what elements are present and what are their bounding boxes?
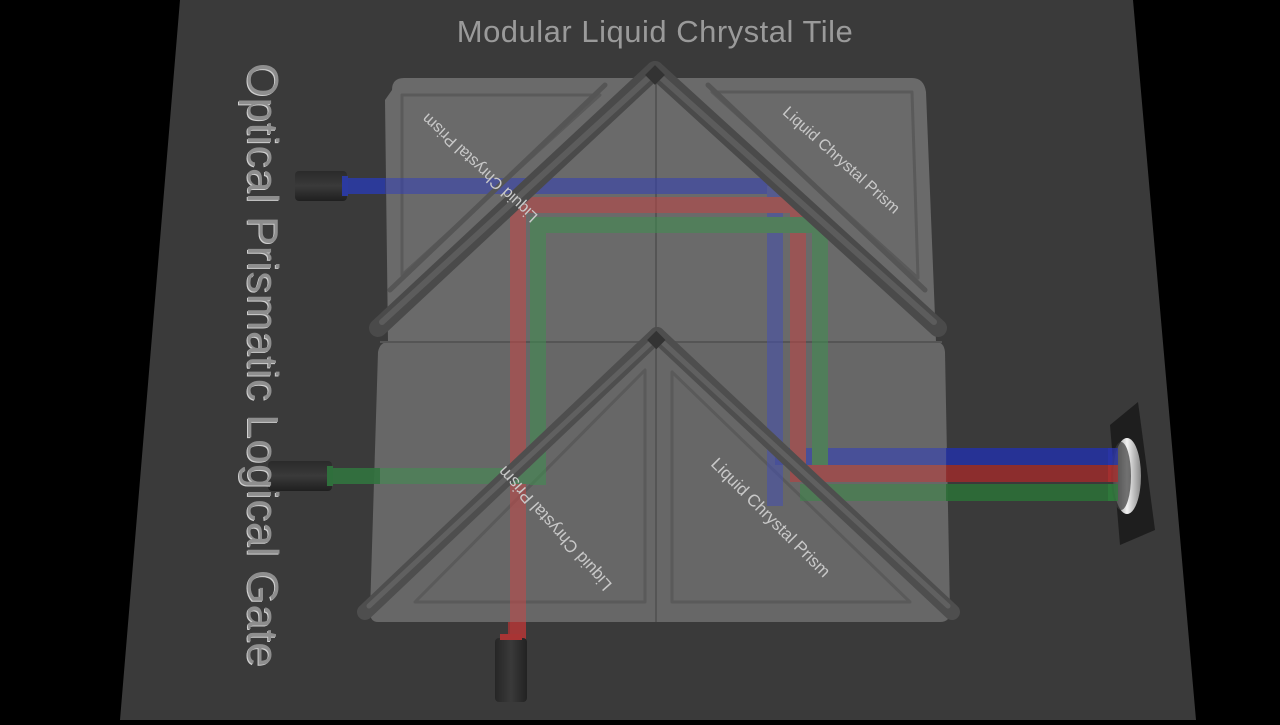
blue-emitter: [295, 171, 348, 201]
green-emitter: [268, 461, 333, 491]
red-emitter: [495, 634, 527, 702]
prism-rails: [357, 61, 960, 620]
output-detector: [1108, 402, 1155, 545]
tile-title: Modular Liquid Chrystal Tile: [456, 14, 854, 49]
beams-over-plate: [330, 178, 1116, 640]
gate-title: Optical Prismatic Logical Gate: [238, 62, 287, 668]
tile-grid: [370, 78, 950, 622]
